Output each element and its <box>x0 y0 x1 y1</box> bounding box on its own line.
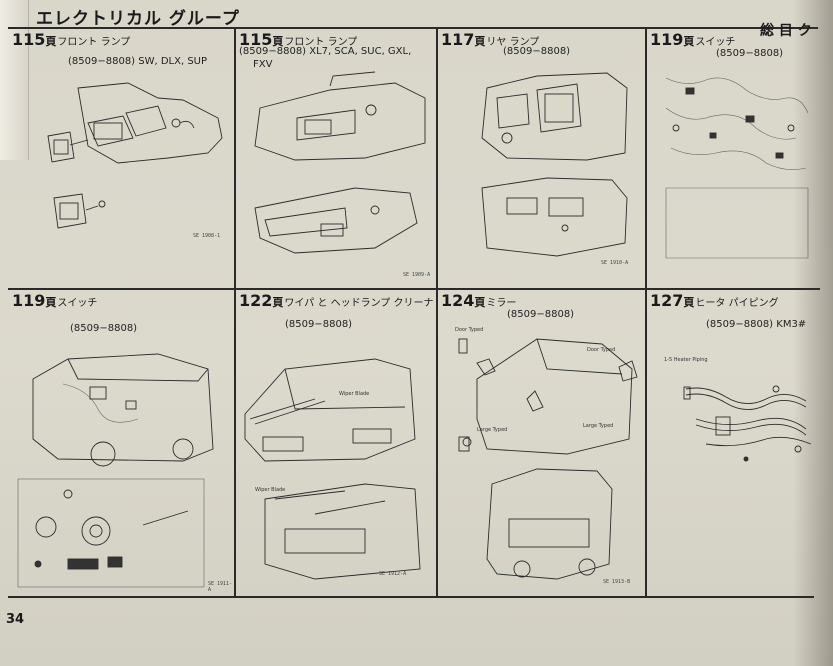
page-ref: 119 <box>12 291 46 310</box>
mirror-label-door-2: Door Typed <box>587 347 615 353</box>
page-number: 34 <box>6 612 25 627</box>
mirror-label-door: Door Typed <box>455 327 483 333</box>
model-range: (8509−8808) <box>716 48 784 59</box>
catalog-cell-115-front-lamp-a[interactable]: 115頁フロント ランプ (8509−8808) SW, DLX, SUP SE… <box>8 28 234 288</box>
rear-lamp-diagram <box>481 72 628 257</box>
model-range: (8509−8808) <box>70 323 138 334</box>
model-range: (8509−8808) <box>503 46 571 57</box>
category-label: スイッチ <box>57 298 98 309</box>
grid-bottom-border <box>8 596 814 598</box>
category-label: ミラー <box>486 298 517 309</box>
switch-diagram <box>17 353 214 588</box>
mirror-label-large-2: Large Typed <box>583 423 613 429</box>
grid-top-border <box>8 27 818 29</box>
heater-label: 1-5 Heater Piping <box>664 357 708 363</box>
wiper-blade-label-rear: Wiper Blade <box>255 487 285 493</box>
page-ref: 127 <box>650 291 684 310</box>
model-range: (8509−8808) KM3# <box>706 319 807 330</box>
cell-header: 127頁ヒータ パイピング <box>650 291 779 310</box>
index-tab[interactable]: 総 目 ク <box>760 23 812 39</box>
catalog-cell-122-wiper-headlamp-cleaner[interactable]: 122頁ワイパ と ヘッドランプ クリーナ (8509−8808) Wiper … <box>235 289 436 596</box>
model-range: (8509−8808) <box>507 309 575 320</box>
catalog-cell-127-heater-piping[interactable]: 127頁ヒータ パイピング (8509−8808) KM3# 1-5 Heate… <box>646 289 818 596</box>
cell-header: 122頁ワイパ と ヘッドランプ クリーナ <box>239 291 434 310</box>
catalog-cell-119-switch-b[interactable]: 119頁スイッチ (8509−8808) SE 1911-A <box>8 289 234 596</box>
grid-col-3 <box>645 28 647 596</box>
diagram-ref-code: SE 1908-1 <box>193 233 221 239</box>
cell-header: 119頁スイッチ <box>12 291 98 310</box>
page-ref: 122 <box>239 291 273 310</box>
grid-col-2 <box>436 28 438 596</box>
cell-header: 117頁リヤ ランプ <box>441 30 540 49</box>
category-label: リヤ ランプ <box>486 37 540 48</box>
diagram-ref-code: SE 1909-A <box>403 272 431 278</box>
model-range-cont: FXV <box>253 59 273 70</box>
category-label: スイッチ <box>695 37 736 48</box>
diagram-ref-code: SE 1910-A <box>601 260 629 266</box>
page-ref: 115 <box>12 30 46 49</box>
category-label: ワイパ と ヘッドランプ クリーナ <box>284 298 434 309</box>
cell-header: 115頁フロント ランプ <box>12 30 131 49</box>
model-range: (8509−8808) XL7, SCA, SUC, GXL, <box>239 46 412 57</box>
mirror-diagram: Door Typed Door Typed Large Typed Large … <box>455 327 638 580</box>
catalog-cell-115-front-lamp-b[interactable]: 115頁フロント ランプ (8509−8808) XL7, SCA, SUC, … <box>235 28 436 288</box>
category-label: フロント ランプ <box>284 37 358 48</box>
front-lamp-diagram <box>47 82 223 229</box>
grid-col-1 <box>234 28 236 596</box>
category-label: フロント ランプ <box>57 37 131 48</box>
cell-header: 119頁スイッチ <box>650 30 736 49</box>
wiper-diagram: Wiper Blade Wiper Blade <box>244 358 421 580</box>
page-ref: 124 <box>441 291 475 310</box>
page-shadow <box>793 0 833 666</box>
catalog-cell-117-rear-lamp[interactable]: 117頁リヤ ランプ (8509−8808) SE 1910-A <box>437 28 645 288</box>
diagram-ref-code: SE 1911-A <box>208 581 233 593</box>
page-ref: 115 <box>239 30 273 49</box>
page-ref: 117 <box>441 30 475 49</box>
cell-header: 124頁ミラー <box>441 291 517 310</box>
model-range: (8509−8808) SW, DLX, SUP <box>68 56 208 67</box>
heater-piping-diagram: 1-5 Heater Piping <box>664 357 812 462</box>
section-title: エレクトリカル グループ <box>36 9 240 29</box>
page-leaf-edge <box>0 0 29 160</box>
model-range: (8509−8808) <box>285 319 353 330</box>
front-lamp-diagram <box>254 71 426 254</box>
grid-middle-border <box>8 288 820 290</box>
page-ref: 119 <box>650 30 684 49</box>
switch-wiring-diagram <box>665 77 809 259</box>
diagram-ref-code: SE 1913-B <box>603 579 631 585</box>
catalog-cell-119-switch-a[interactable]: 119頁スイッチ (8509−8808) <box>646 28 818 288</box>
mirror-label-large: Large Typed <box>477 427 507 433</box>
catalog-cell-124-mirror[interactable]: 124頁ミラー (8509−8808) Door Typed Door Type… <box>437 289 645 596</box>
category-label: ヒータ パイピング <box>695 298 779 309</box>
wiper-blade-label: Wiper Blade <box>339 391 369 397</box>
diagram-ref-code: SE 1912-A <box>379 571 407 577</box>
cell-header: 115頁フロント ランプ <box>239 30 358 49</box>
